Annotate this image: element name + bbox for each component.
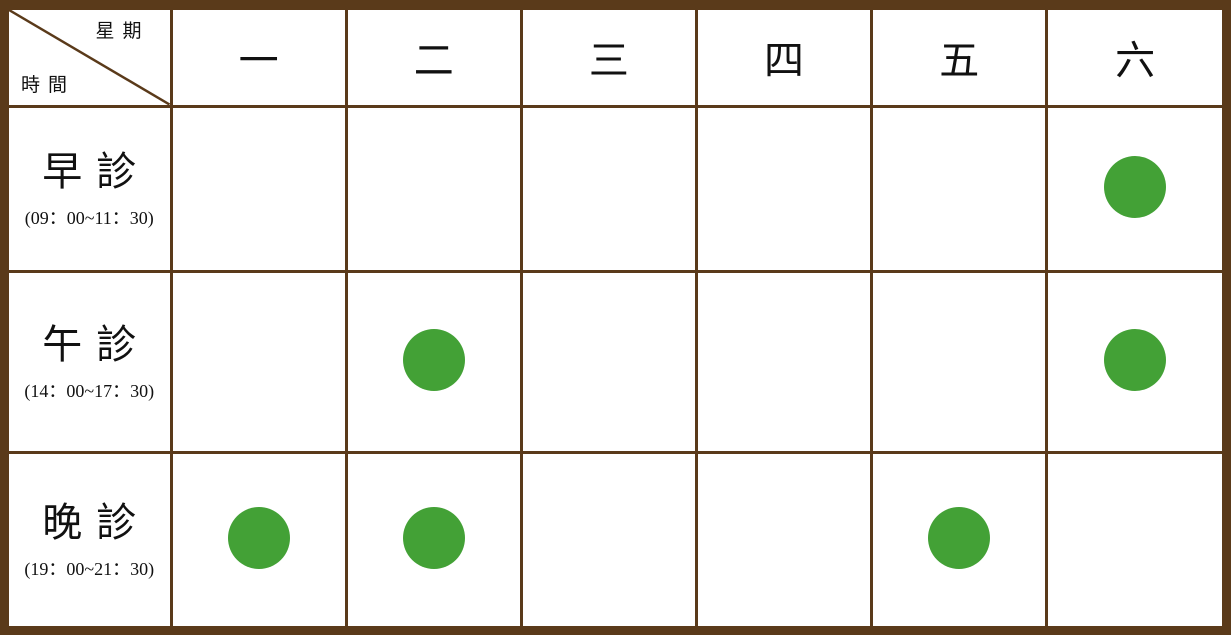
slot-row-morning: 早診 (09：00~11：30): [9, 104, 1222, 273]
schedule-cell: [1045, 104, 1222, 273]
schedule-cell: [169, 269, 348, 454]
schedule-cell: [169, 104, 348, 273]
slot-label-cell: 午診 (14：00~17：30): [9, 269, 173, 454]
schedule-cell: [519, 450, 698, 626]
schedule-cell: [344, 450, 523, 626]
schedule-cell: [519, 104, 698, 273]
schedule-cell: [344, 269, 523, 454]
schedule-cell: [870, 104, 1049, 273]
green-dot-icon: [1104, 328, 1167, 391]
corner-week-label: 星期: [95, 20, 150, 42]
green-dot-icon: [1104, 155, 1167, 218]
day-header-thu: 四: [694, 10, 874, 108]
schedule-cell: [870, 269, 1049, 454]
slot-hours: (14：00~17：30): [24, 380, 155, 401]
corner-time-label: 時間: [21, 73, 76, 96]
schedule-cell: [694, 269, 874, 454]
day-header-mon: 一: [169, 10, 348, 108]
slot-name: 晚診: [42, 499, 151, 546]
day-header-sat: 六: [1045, 10, 1222, 108]
schedule-cell: [344, 104, 523, 273]
diagonal-divider: [9, 10, 168, 103]
slot-name: 午診: [42, 321, 151, 368]
schedule-cell: [1045, 269, 1222, 454]
schedule-cell: [169, 450, 348, 626]
green-dot-icon: [402, 506, 465, 569]
slot-row-afternoon: 午診 (14：00~17：30): [9, 269, 1222, 454]
corner-cell: 星期 時間: [9, 10, 173, 108]
green-dot-icon: [227, 506, 290, 569]
green-dot-icon: [402, 328, 465, 391]
slot-hours: (09：00~11：30): [24, 207, 154, 228]
slot-hours: (19：00~21：30): [24, 558, 155, 579]
schedule-cell: [1045, 450, 1222, 626]
schedule-cell: [519, 269, 698, 454]
slot-name: 早診: [42, 148, 151, 195]
schedule-cell: [694, 104, 874, 273]
day-header-wed: 三: [519, 10, 698, 108]
schedule-grid: 星期 時間 一 二 三 四 五 六 早診 (09：00~11：30) 午診: [9, 10, 1222, 626]
day-header-fri: 五: [870, 10, 1049, 108]
slot-label-cell: 早診 (09：00~11：30): [9, 104, 173, 273]
schedule-cell: [694, 450, 874, 626]
slot-label-cell: 晚診 (19：00~21：30): [9, 450, 173, 626]
schedule-cell: [870, 450, 1049, 626]
slot-row-evening: 晚診 (19：00~21：30): [9, 450, 1222, 626]
green-dot-icon: [928, 506, 991, 569]
day-header-tue: 二: [344, 10, 523, 108]
header-row: 星期 時間 一 二 三 四 五 六: [9, 10, 1222, 108]
